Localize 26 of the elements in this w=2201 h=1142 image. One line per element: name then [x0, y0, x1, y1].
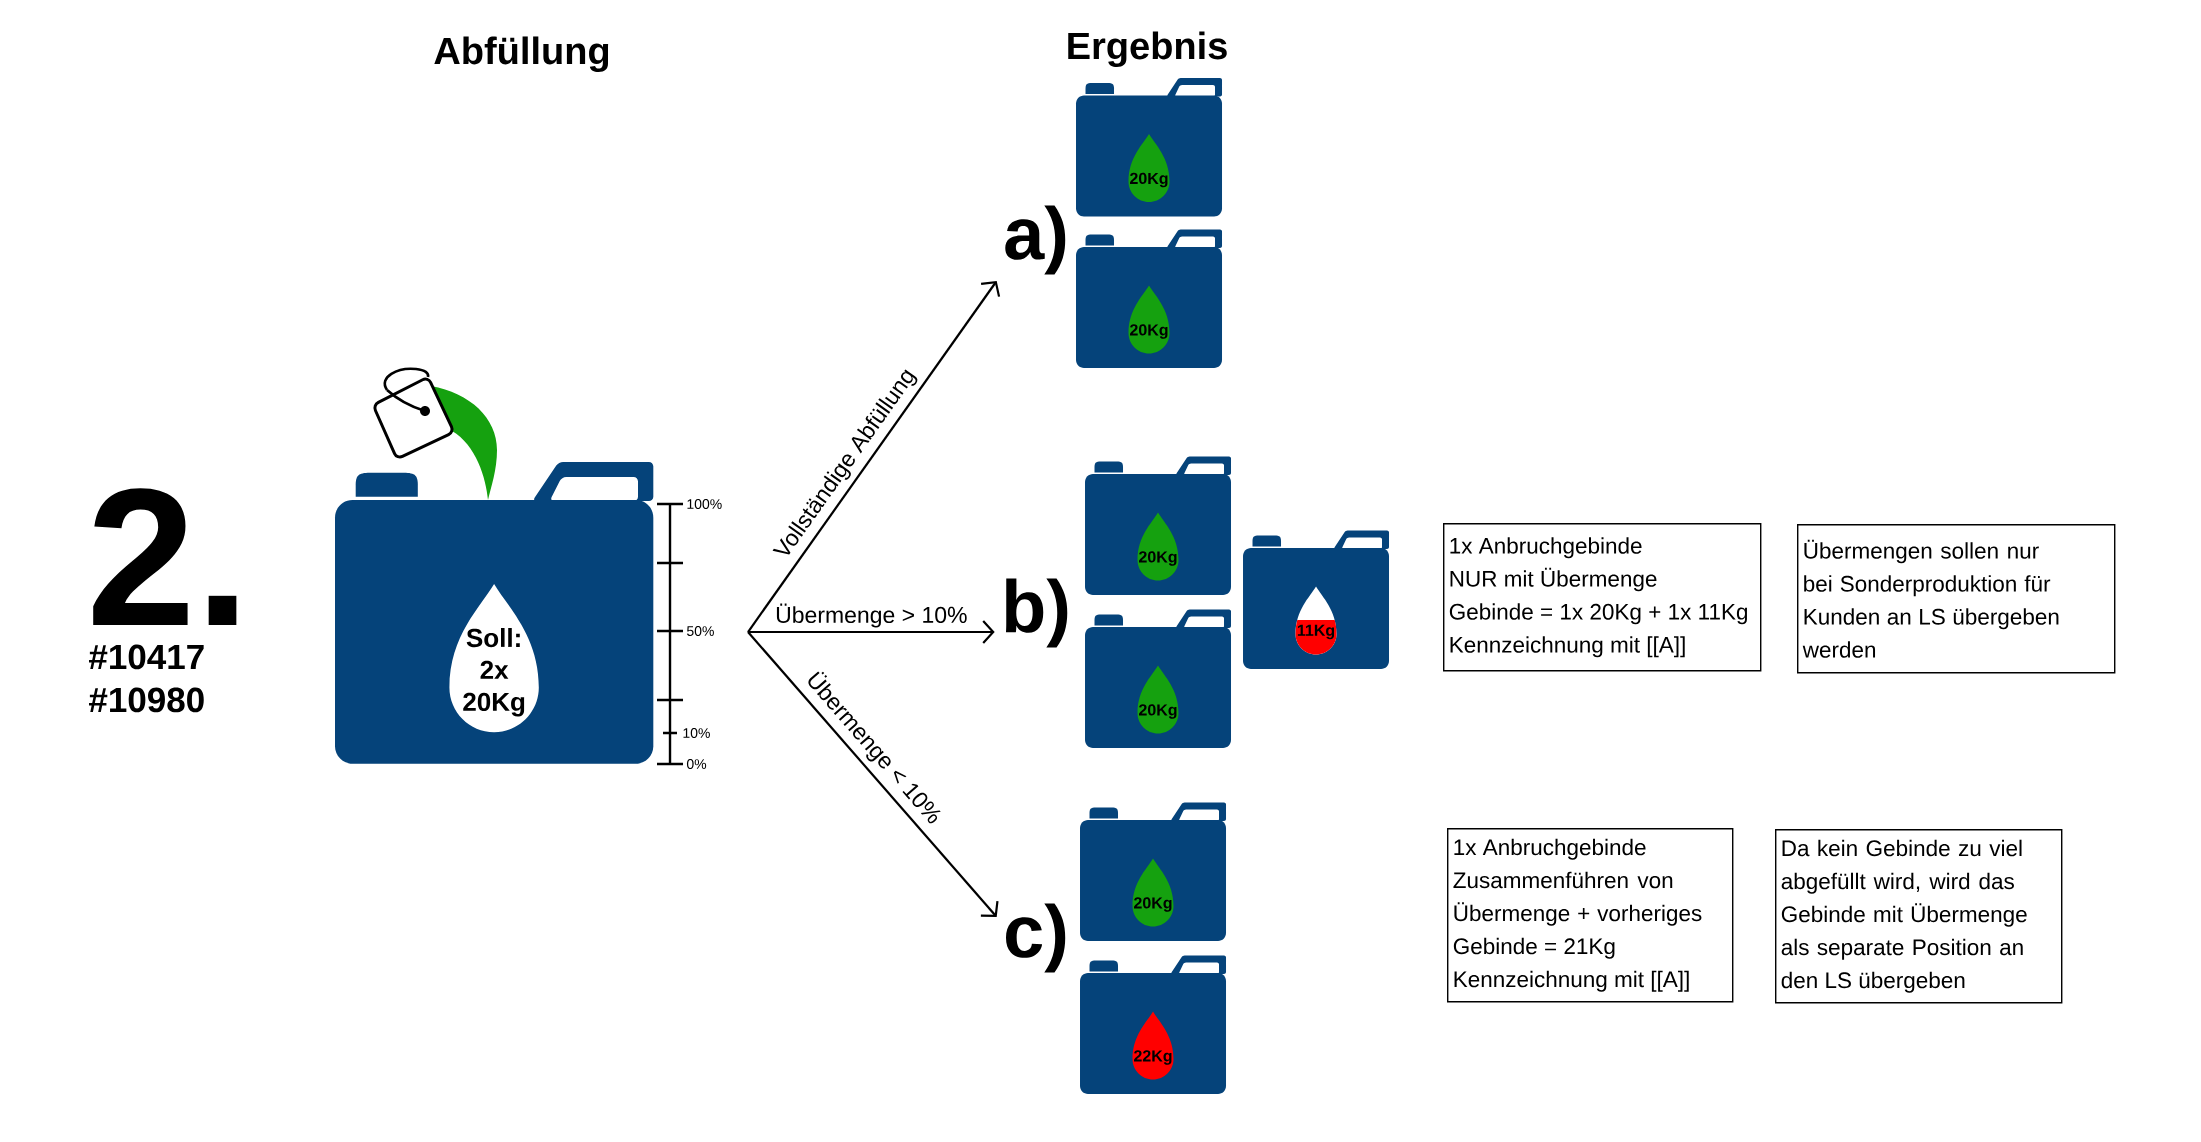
scale-label: 0%: [686, 759, 707, 769]
column-heading: Abfüllung: [434, 36, 609, 73]
edge-label: Übermenge > 10%: [773, 601, 970, 630]
text-box: Da kein Gebinde zu viel abgefüllt wird, wird das Gebinde mit Übermenge als separate Position an den LS übergeben: [1775, 829, 2063, 1004]
canister: Soll: 2x 20Kg: [335, 461, 654, 764]
arrow: [747, 280, 1001, 633]
scale-label: 50%: [686, 626, 714, 636]
text-box: Übermengen sollen nur bei Sonderproduktion für Kunden an LS übergeben werden: [1797, 524, 2116, 674]
text-box: 1x Anbruchgebinde NUR mit Übermenge Gebinde = 1x 20Kg + 1x 11Kg Kennzeichnung mit [[A]]: [1443, 523, 1762, 672]
arrow: [747, 631, 999, 917]
canister: 20Kg: [1076, 78, 1222, 217]
option-letter: a): [1005, 205, 1066, 275]
canister: 20Kg: [1080, 802, 1226, 941]
canister: 20Kg: [1076, 229, 1222, 368]
scale-label: 100%: [687, 499, 722, 509]
canister: 11Kg: [1243, 530, 1389, 669]
arrow: [748, 620, 995, 644]
canister: 20Kg: [1085, 609, 1231, 748]
option-letter: b): [1006, 578, 1068, 648]
canister: 20Kg: [1085, 456, 1231, 595]
option-letter: c): [1006, 903, 1066, 973]
order-number: #10980: [89, 687, 204, 713]
text-box: 1x Anbruchgebinde Zusammenführen von Übermenge + vorheriges Gebinde = 21Kg Kennzeichnung mit [[A]]: [1447, 828, 1734, 1003]
canister: 22Kg: [1080, 955, 1226, 1094]
scale-label: 10%: [683, 728, 710, 738]
order-number: #10417: [89, 644, 204, 670]
